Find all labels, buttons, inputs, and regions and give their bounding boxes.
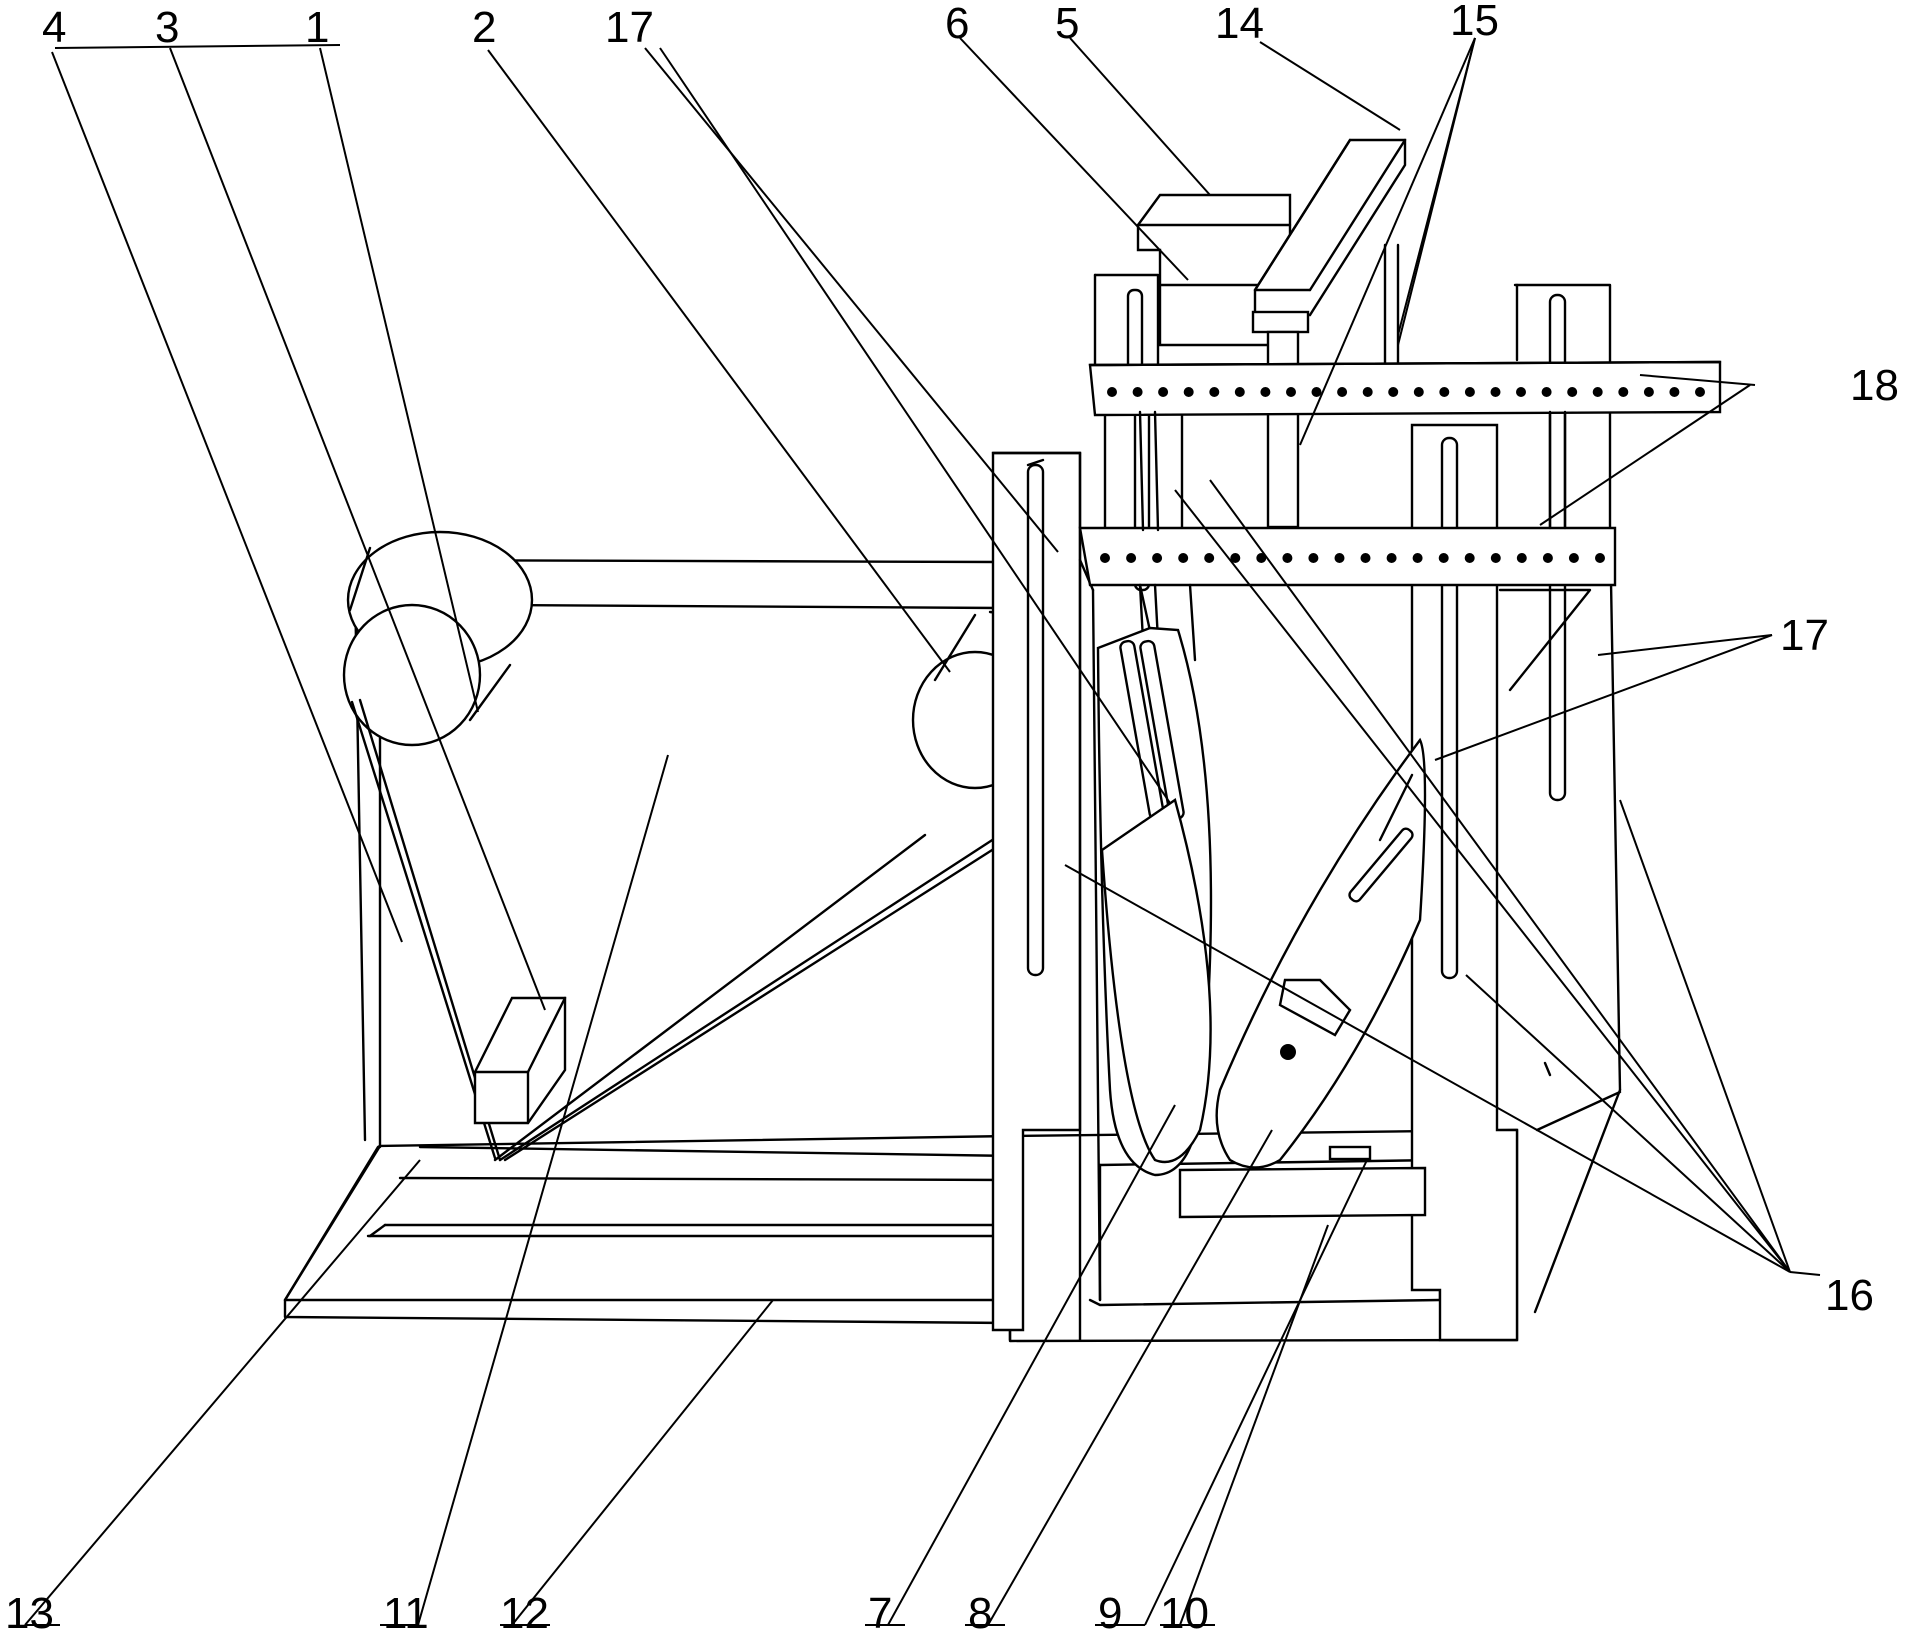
plate-hole: [1133, 387, 1143, 397]
plate-hole: [1414, 387, 1424, 397]
plate-hole: [1204, 553, 1214, 563]
label-16: 16: [1825, 1271, 1874, 1320]
plate-hole: [1465, 553, 1475, 563]
plate-hole: [1184, 387, 1194, 397]
roller-1: [344, 532, 532, 745]
plate-hole: [1312, 387, 1322, 397]
plate-hole: [1644, 387, 1654, 397]
plate-hole: [1567, 387, 1577, 397]
plate-hole: [1491, 553, 1501, 563]
plate-hole: [1361, 553, 1371, 563]
guide-block-3: [475, 998, 565, 1123]
label-4: 4: [42, 3, 66, 52]
perforated-plate-lower: [1080, 528, 1615, 585]
label-3: 3: [155, 3, 179, 52]
plate-hole: [1282, 553, 1292, 563]
plate-hole: [1595, 553, 1605, 563]
perforated-plate-upper: [1090, 362, 1720, 415]
label-18: 18: [1850, 361, 1899, 410]
plate-hole: [1413, 553, 1423, 563]
plate-hole: [1126, 553, 1136, 563]
plate-hole: [1439, 553, 1449, 563]
plate-hole: [1337, 387, 1347, 397]
plate-hole: [1158, 387, 1168, 397]
label-15: 15: [1450, 0, 1499, 45]
belt-lines: [352, 700, 1000, 1160]
label-9: 9: [1098, 1589, 1122, 1634]
plate-hole: [1100, 553, 1110, 563]
label-12: 12: [500, 1589, 549, 1634]
plate-hole: [1363, 387, 1373, 397]
plate-hole: [1516, 387, 1526, 397]
label-5: 5: [1055, 0, 1079, 48]
plate-hole: [1235, 387, 1245, 397]
left-column: [993, 453, 1080, 1340]
plate-hole: [1209, 387, 1219, 397]
plate-hole: [1335, 553, 1345, 563]
label-6: 6: [945, 0, 969, 48]
label-7: 7: [868, 1589, 892, 1634]
plate-hole: [1517, 553, 1527, 563]
label-2: 2: [472, 3, 496, 52]
tray-10: [1180, 1147, 1425, 1217]
plate-hole: [1669, 387, 1679, 397]
label-13: 13: [5, 1589, 54, 1634]
plate-hole: [1491, 387, 1501, 397]
plate-hole: [1695, 387, 1705, 397]
plate-hole: [1542, 387, 1552, 397]
plate-hole: [1260, 387, 1270, 397]
plate-hole: [1308, 553, 1318, 563]
plate-hole: [1152, 553, 1162, 563]
plate-hole: [1593, 387, 1603, 397]
plate-hole: [1178, 553, 1188, 563]
cutter-9: [1217, 740, 1425, 1168]
label-17-right: 17: [1780, 611, 1829, 660]
plate-hole: [1465, 387, 1475, 397]
label-14: 14: [1215, 0, 1264, 48]
label-11: 11: [383, 1589, 429, 1634]
label-17-top: 17: [605, 3, 654, 52]
plate-hole: [1569, 553, 1579, 563]
label-8: 8: [968, 1589, 992, 1634]
plate-hole: [1439, 387, 1449, 397]
plate-hole: [1107, 387, 1117, 397]
label-10: 10: [1160, 1589, 1209, 1634]
plate-hole: [1388, 387, 1398, 397]
label-1: 1: [305, 3, 329, 52]
plate-hole: [1286, 387, 1296, 397]
plate-hole: [1618, 387, 1628, 397]
plate-hole: [1543, 553, 1553, 563]
plate-hole: [1387, 553, 1397, 563]
leader-lines: [25, 38, 1820, 1625]
